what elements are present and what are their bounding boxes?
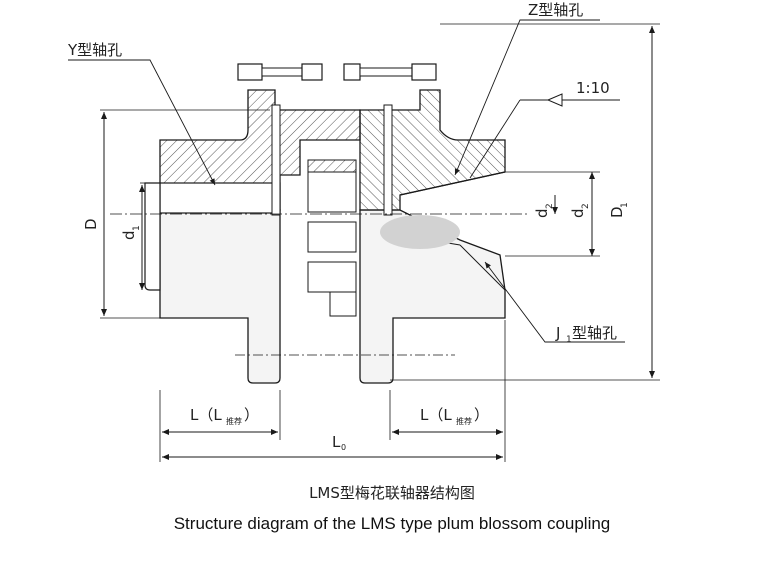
dimension-D (100, 109, 270, 319)
label-d1: d 1 (120, 225, 142, 240)
coupling-structure-diagram: Y型轴孔 Z型轴孔 1:10 D d 1 d 2 d 2 D 1 J 1 型轴孔… (67, 1, 660, 462)
leader-taper (469, 93, 620, 179)
leader-j1-bore (484, 261, 625, 343)
label-taper: 1:10 (576, 79, 610, 97)
dimension-d2 (505, 171, 600, 257)
svg-text:1: 1 (620, 202, 630, 208)
svg-text:0: 0 (341, 443, 346, 452)
svg-text:L（L: L（L (420, 406, 452, 424)
caption-chinese: LMS型梅花联轴器结构图 (309, 484, 475, 502)
svg-text:L: L (332, 433, 341, 451)
svg-text:1: 1 (132, 225, 142, 231)
dimension-D1 (390, 23, 660, 381)
caption-english: Structure diagram of the LMS type plum b… (173, 514, 611, 533)
right-hub (359, 89, 506, 384)
svg-text:D: D (608, 206, 626, 218)
elastic-element (307, 159, 357, 317)
leader-y-bore (68, 59, 216, 186)
svg-text:）: ） (244, 406, 259, 424)
label-D1: D 1 (608, 202, 630, 218)
label-L-left: L（L 推荐 ） (190, 406, 259, 426)
label-d2: d 2 (533, 203, 555, 218)
svg-text:1: 1 (566, 335, 572, 345)
label-L-right: L（L 推荐 ） (420, 406, 489, 426)
svg-text:推荐: 推荐 (456, 416, 472, 426)
label-j1-bore: J 1 型轴孔 (555, 324, 617, 345)
bolt-right (343, 63, 437, 81)
svg-text:推荐: 推荐 (226, 416, 242, 426)
svg-text:型轴孔: 型轴孔 (572, 324, 617, 342)
svg-text:d: d (569, 208, 587, 218)
leader-z-bore (454, 19, 600, 176)
label-z-bore: Z型轴孔 (528, 1, 583, 19)
svg-text:d: d (533, 208, 551, 218)
svg-text:2: 2 (581, 203, 591, 209)
dimension-d1 (139, 182, 150, 290)
bolt-left (237, 63, 323, 81)
dimension-L-left (159, 390, 281, 462)
label-L0: L 0 (332, 433, 346, 452)
svg-text:L（L: L（L (190, 406, 222, 424)
label-D: D (82, 218, 100, 230)
svg-text:）: ） (474, 406, 489, 424)
svg-text:J: J (555, 324, 560, 342)
label-y-bore: Y型轴孔 (67, 41, 122, 59)
dimension-L-right (389, 320, 506, 462)
svg-text:d: d (120, 230, 138, 240)
svg-text:2: 2 (545, 203, 555, 209)
label-d2-b: d 2 (569, 203, 591, 218)
